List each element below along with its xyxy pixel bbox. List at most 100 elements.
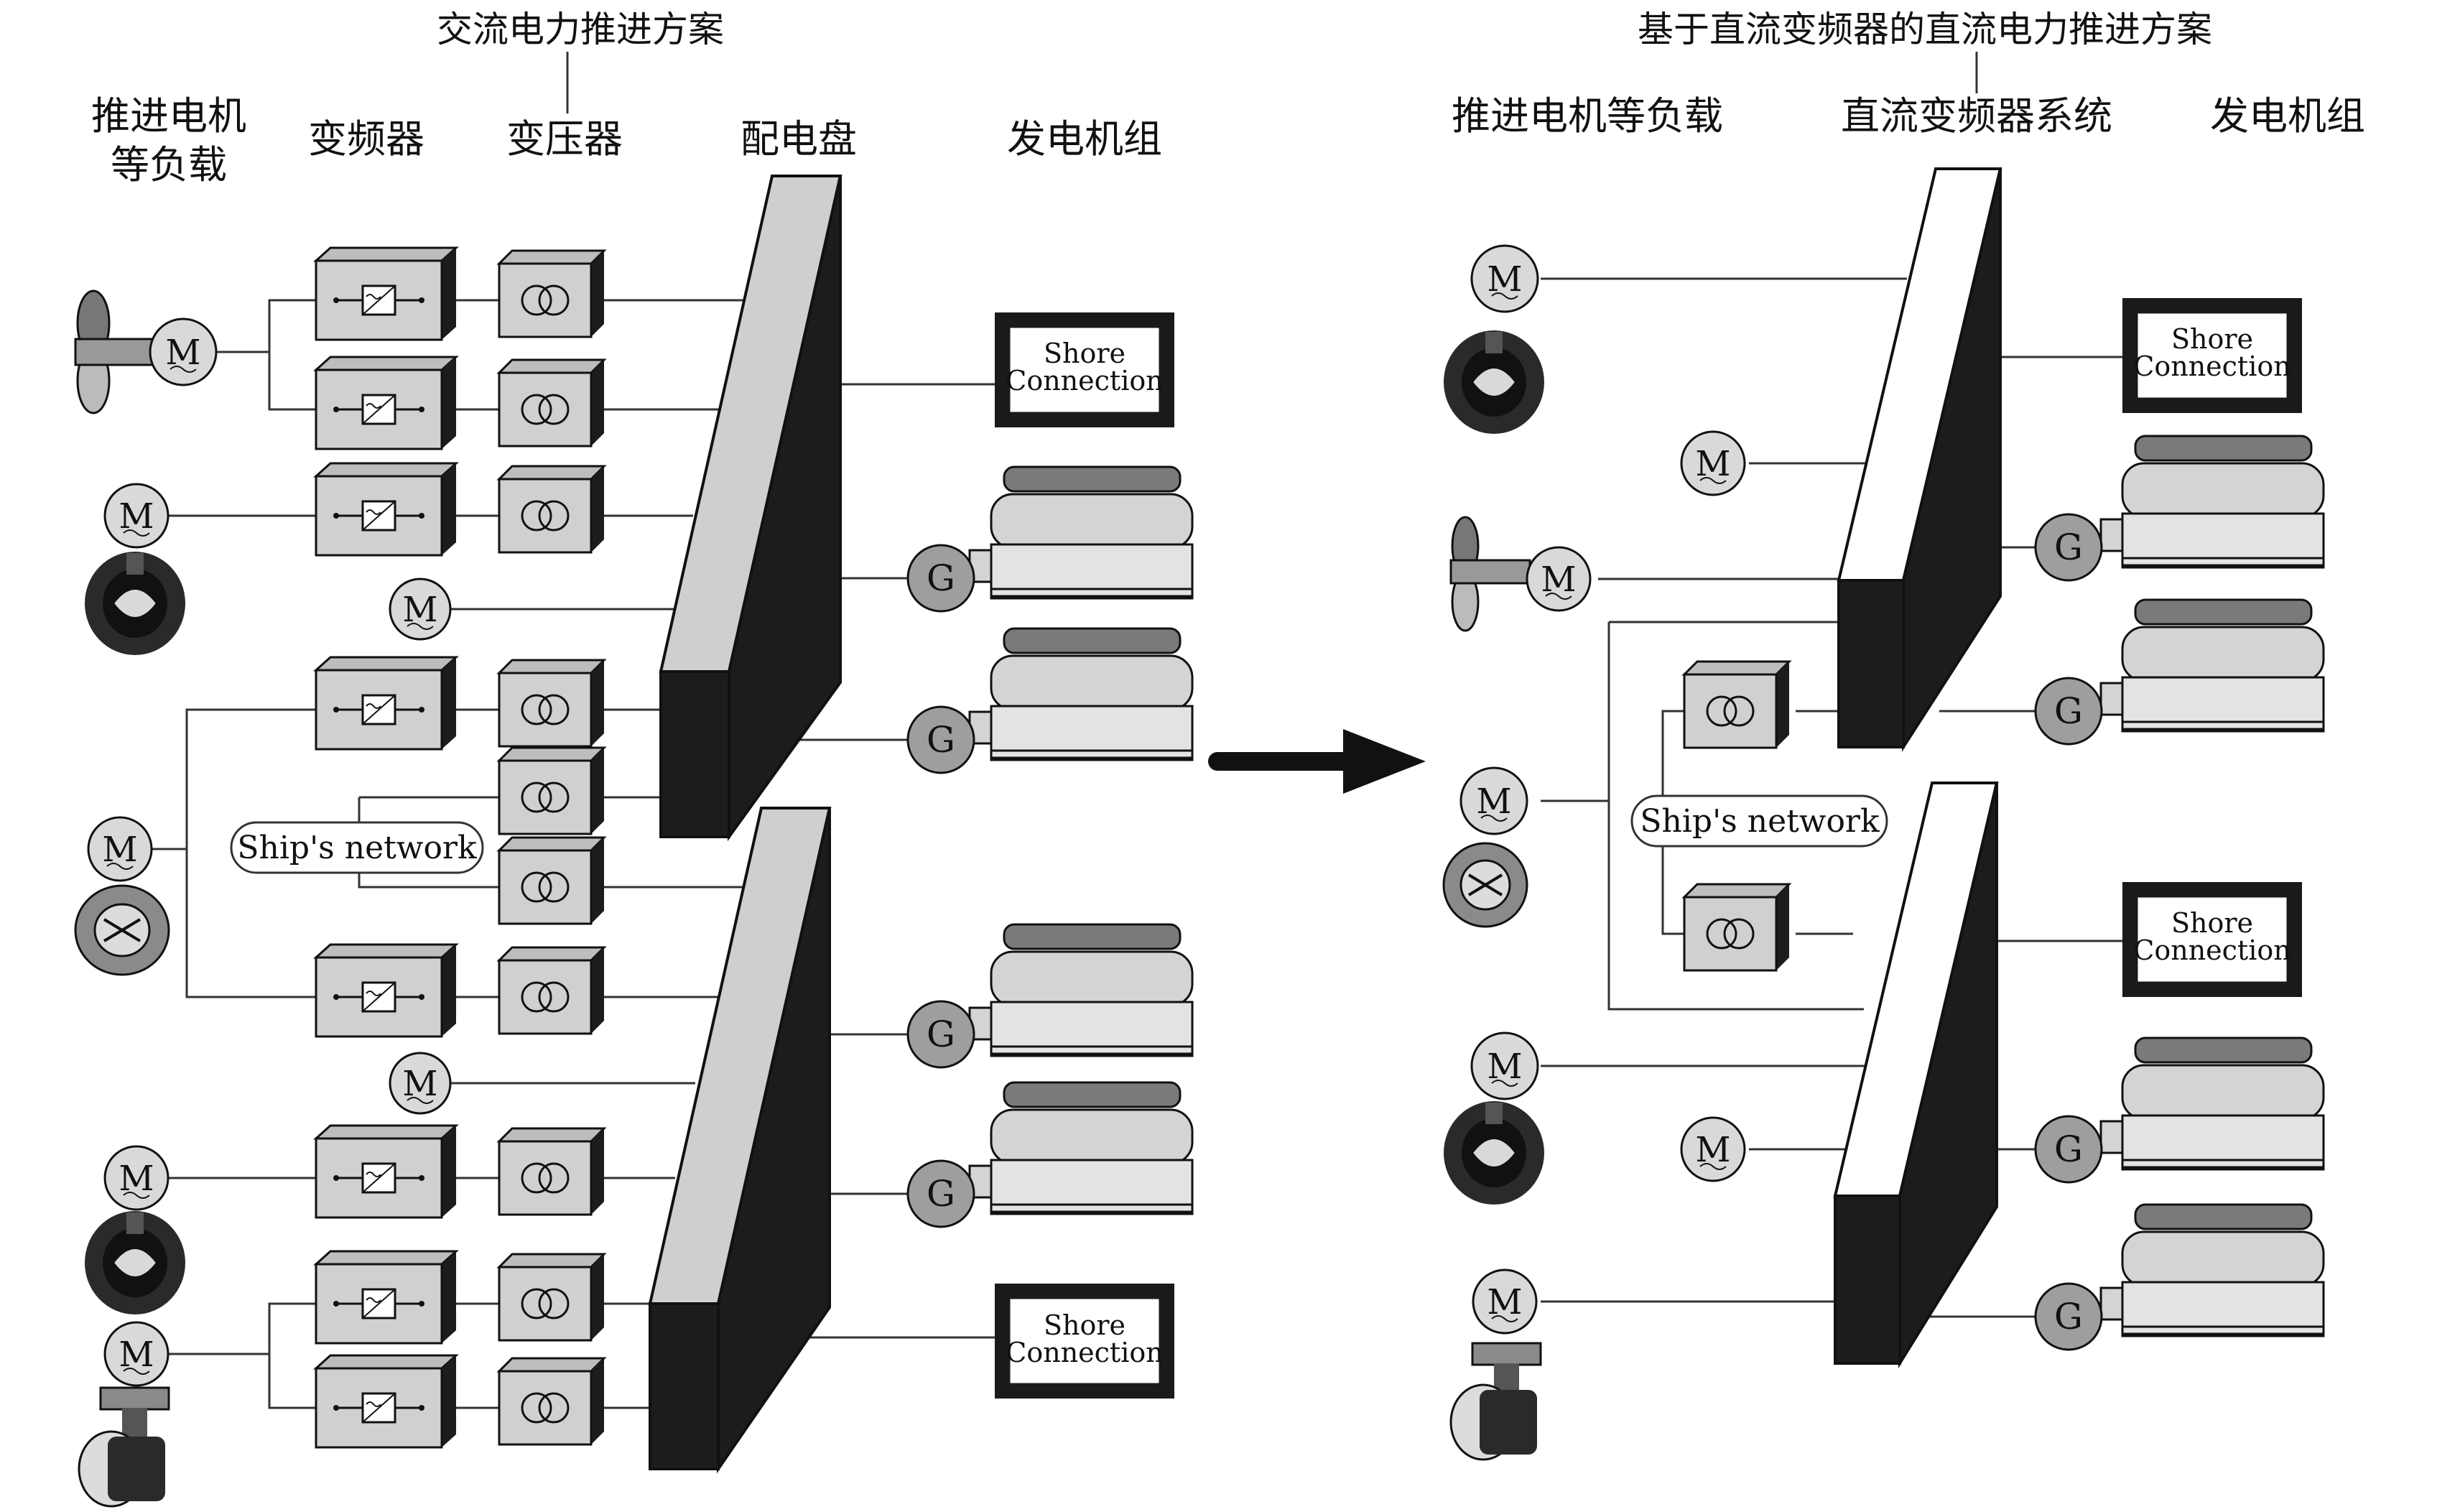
motor-label: M xyxy=(1695,1130,1730,1170)
motor-wave-symbol xyxy=(123,1192,150,1199)
transformer-2 xyxy=(498,358,605,447)
shore-label-3b: Connection xyxy=(2133,351,2290,382)
genset-left-3 xyxy=(968,923,1194,1057)
left-switchboard-lower xyxy=(648,807,832,1474)
genset-left-4 xyxy=(968,1081,1194,1215)
shore-connection-left-1: Shore Connection xyxy=(994,312,1175,428)
generator-label: G xyxy=(2054,1296,2083,1337)
generator-label: G xyxy=(927,1173,955,1215)
right-col-dc-system: 直流变频器系统 xyxy=(1841,93,2112,139)
motor-label: M xyxy=(119,1159,154,1199)
motor-10: M xyxy=(1526,546,1592,612)
genset-left-1 xyxy=(968,465,1194,600)
genset-right-1 xyxy=(2099,435,2325,569)
motor-wave-symbol xyxy=(407,623,434,630)
motor-wave-symbol xyxy=(123,529,150,537)
motor-circle xyxy=(1680,430,1746,496)
generator-label: G xyxy=(2054,1128,2083,1170)
shore-label-1a: Shore xyxy=(1044,338,1125,369)
generator-8: G xyxy=(2034,1282,2103,1351)
generator-5: G xyxy=(2034,513,2103,582)
ships-network-right-label: Ship's network xyxy=(1640,803,1880,840)
generator-circle xyxy=(2034,513,2103,582)
motor-label: M xyxy=(119,1335,154,1375)
frequency-converter-3 xyxy=(315,462,458,557)
motor-12: M xyxy=(1470,1031,1539,1100)
shore-label-3a: Shore xyxy=(2171,323,2253,355)
propeller-icon-right xyxy=(1449,516,1531,632)
transformer-6 xyxy=(498,836,605,925)
motor-5: M xyxy=(389,1052,452,1115)
motor-label: M xyxy=(402,590,437,630)
generator-circle xyxy=(2034,1282,2103,1351)
motor-circle xyxy=(103,1321,170,1387)
motor-label: M xyxy=(1487,1047,1522,1087)
motor-1: M xyxy=(149,317,218,386)
right-title: 基于直流变频器的直流电力推进方案 xyxy=(1638,9,2212,50)
motor-6: M xyxy=(103,1145,170,1211)
motor-label: M xyxy=(165,333,200,373)
motor-circle xyxy=(103,483,170,549)
frequency-converter-1 xyxy=(315,246,458,341)
motor-circle xyxy=(1472,1268,1538,1335)
motor-11: M xyxy=(1459,766,1528,835)
motor-9: M xyxy=(1680,430,1746,496)
right-col-gensets: 发电机组 xyxy=(2210,93,2365,139)
right-col-loads: 推进电机等负载 xyxy=(1452,93,1723,139)
genset-right-4 xyxy=(2099,1203,2325,1337)
motor-circle xyxy=(103,1145,170,1211)
azimuth-thruster-icon-right xyxy=(1442,842,1528,928)
motor-label: M xyxy=(402,1064,437,1104)
motor-wave-symbol xyxy=(123,1368,150,1375)
transformer-4 xyxy=(498,659,605,748)
shore-connection-left-2: Shore Connection xyxy=(994,1283,1175,1399)
transformer-3 xyxy=(498,465,605,554)
frequency-converter-7 xyxy=(315,1250,458,1345)
tunnel-thruster-icon-left-1 xyxy=(84,551,186,656)
generator-label: G xyxy=(2054,690,2083,732)
motor-label: M xyxy=(1541,560,1576,600)
frequency-converter-4 xyxy=(315,656,458,751)
shore-label-1b: Connection xyxy=(1006,365,1163,396)
frequency-converter-2 xyxy=(315,356,458,450)
motor-8: M xyxy=(1470,244,1539,313)
generator-circle xyxy=(906,1159,975,1228)
dc-transformer-1 xyxy=(1683,660,1791,749)
generator-circle xyxy=(2034,1115,2103,1184)
generator-label: G xyxy=(927,557,955,599)
ships-network-right: Ship's network xyxy=(1630,794,1888,848)
motor-circle xyxy=(1470,244,1539,313)
motor-circle xyxy=(1680,1116,1746,1182)
motor-circle xyxy=(87,816,153,882)
dc-transformer-2 xyxy=(1683,883,1791,972)
motor-4: M xyxy=(87,816,153,882)
motor-circle xyxy=(1470,1031,1539,1100)
shore-connection-right-1: Shore Connection xyxy=(2122,297,2303,414)
motor-wave-symbol xyxy=(1545,593,1572,600)
motor-wave-symbol xyxy=(1480,815,1508,822)
motor-wave-symbol xyxy=(1491,1080,1518,1087)
gensets-left xyxy=(968,465,1194,1215)
generator-3: G xyxy=(906,1000,975,1069)
motor-label: M xyxy=(102,830,137,870)
frequency-converter-6 xyxy=(315,1124,458,1219)
motor-wave-symbol xyxy=(1491,292,1518,300)
generator-2: G xyxy=(906,705,975,774)
shore-label-2a: Shore xyxy=(1044,1309,1125,1341)
ships-network-left: Ship's network xyxy=(230,821,484,874)
motor-14: M xyxy=(1472,1268,1538,1335)
motor-circle xyxy=(389,578,452,641)
generator-circle xyxy=(2034,677,2103,746)
motor-circle xyxy=(1526,546,1592,612)
shore-connection-right-2: Shore Connection xyxy=(2122,881,2303,998)
genset-left-2 xyxy=(968,627,1194,761)
machine-circles: M M M M M M M G G G G M M M M M M M G G G G xyxy=(87,244,2103,1387)
motor-label: M xyxy=(1487,1282,1522,1322)
generator-circle xyxy=(906,1000,975,1069)
transformer-5 xyxy=(498,746,605,835)
transition-arrow xyxy=(1208,729,1426,794)
tunnel-thruster-icon-left-2 xyxy=(84,1210,186,1315)
motor-2: M xyxy=(103,483,170,549)
